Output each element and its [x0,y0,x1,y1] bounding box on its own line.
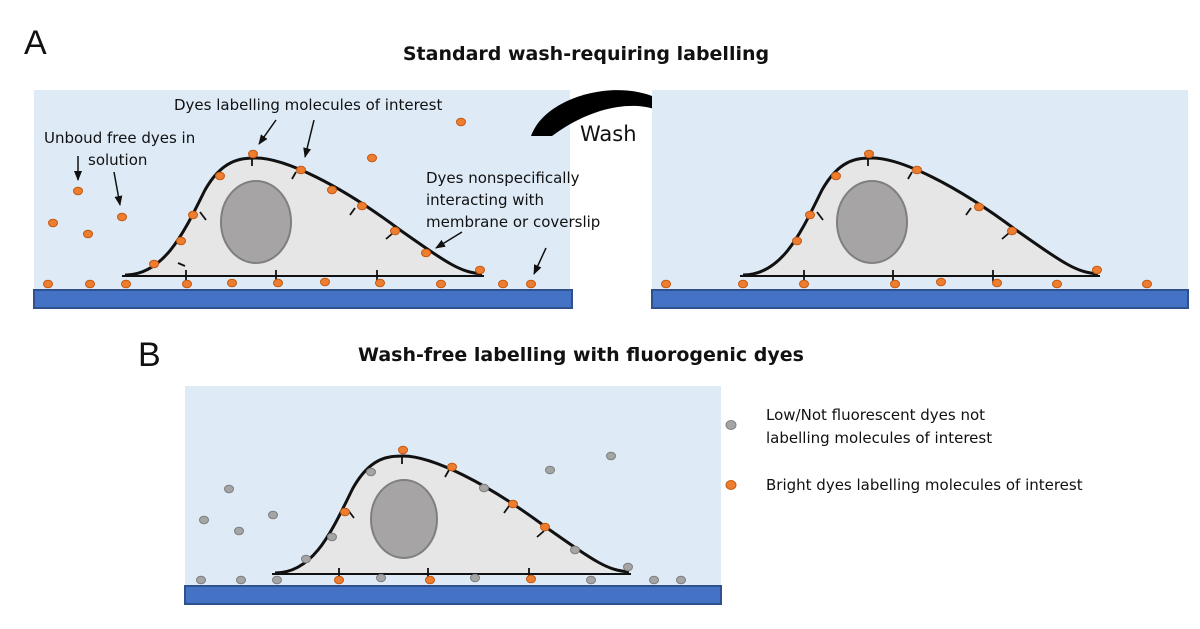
legend-bright-dye-swatch [725,480,737,490]
label-nonspecific-line1: Dyes nonspecifically [426,169,580,187]
wash-free-scene [184,386,722,605]
label-unbound-dyes-line1: Unboud free dyes in [44,129,195,147]
panel-a-letter: A [24,24,47,62]
bright-dyes [43,117,536,289]
label-labelling-dyes: Dyes labelling molecules of interest [174,96,442,114]
nucleus [836,180,908,264]
before-wash-scene: Unboud free dyes in solution Dyes labell… [33,90,600,309]
panel-b-letter: B [138,336,161,374]
legend: Low/Not fluorescent dyes not labelling m… [725,406,1083,494]
membrane-receptors [803,158,1010,282]
dark-dyes [196,451,686,585]
legend-dark-dye-label-line1: Low/Not fluorescent dyes not [766,406,985,424]
legend-dark-dye-swatch [725,420,737,430]
label-nonspecific-line2: interacting with [426,191,544,209]
coverslip [184,585,722,605]
annotation-arrows [74,119,547,275]
coverslip [651,289,1189,309]
bright-dyes [334,445,550,585]
after-wash-scene [651,90,1189,309]
cell [740,156,1100,282]
coverslip [33,289,573,309]
bright-dyes [661,149,1152,289]
label-nonspecific-line3: membrane or coverslip [426,213,600,231]
nucleus [220,180,292,264]
cell [272,454,631,580]
panel-b-title: Wash-free labelling with fluorogenic dye… [358,344,804,366]
wash-arrow: Wash [531,90,690,146]
legend-bright-dye-label: Bright dyes labelling molecules of inter… [766,476,1083,494]
nucleus [370,479,438,559]
label-unbound-dyes-line2: solution [88,151,147,169]
panel-a-title: Standard wash-requiring labelling [403,43,769,65]
wash-label: Wash [580,122,637,146]
legend-dark-dye-label-line2: labelling molecules of interest [766,429,992,447]
